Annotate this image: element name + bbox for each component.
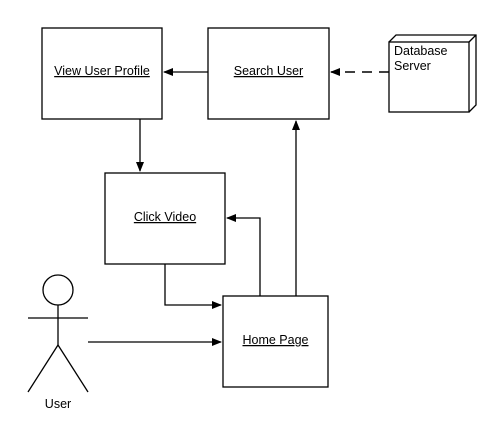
search-user-label: Search User [234, 64, 303, 78]
database-server-label-line1: Database [394, 44, 448, 58]
user-actor-label: User [45, 397, 71, 411]
actor-head [42, 274, 74, 306]
database-server-node[interactable]: Database Server [388, 34, 477, 113]
home-page-node[interactable]: Home Page [222, 295, 329, 388]
arrow-home-to-video [226, 214, 261, 296]
user-actor[interactable]: User [27, 274, 89, 411]
click-video-node[interactable]: Click Video [104, 172, 226, 265]
arrow-video-to-home [164, 264, 222, 309]
home-page-label: Home Page [242, 333, 308, 347]
view-user-profile-node[interactable]: View User Profile [41, 27, 163, 120]
view-user-profile-label: View User Profile [54, 64, 150, 78]
database-server-label-line2: Server [394, 59, 431, 73]
search-user-node[interactable]: Search User [207, 27, 330, 120]
click-video-label: Click Video [134, 210, 196, 224]
